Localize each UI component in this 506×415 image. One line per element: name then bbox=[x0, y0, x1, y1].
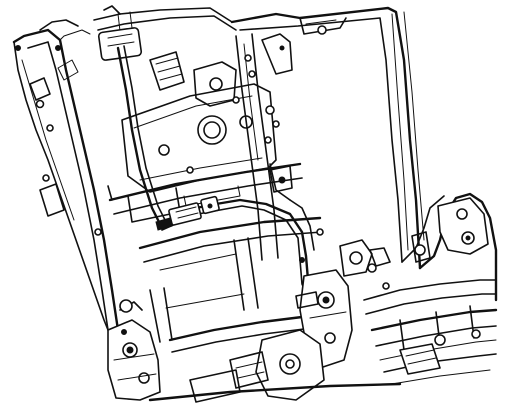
seat-adjuster-bottom-center bbox=[148, 329, 402, 403]
recliner-mechanism-left bbox=[107, 299, 161, 401]
fastener-details bbox=[121, 96, 390, 335]
rear-seat-back-frame bbox=[230, 6, 425, 270]
headrest-guide-tubes bbox=[93, 5, 237, 61]
center-bracket-rails bbox=[235, 33, 293, 261]
seat-back-frame-left-rail bbox=[12, 19, 124, 362]
seat-cushion-frame-right bbox=[363, 192, 498, 385]
harness-connector bbox=[155, 195, 220, 231]
